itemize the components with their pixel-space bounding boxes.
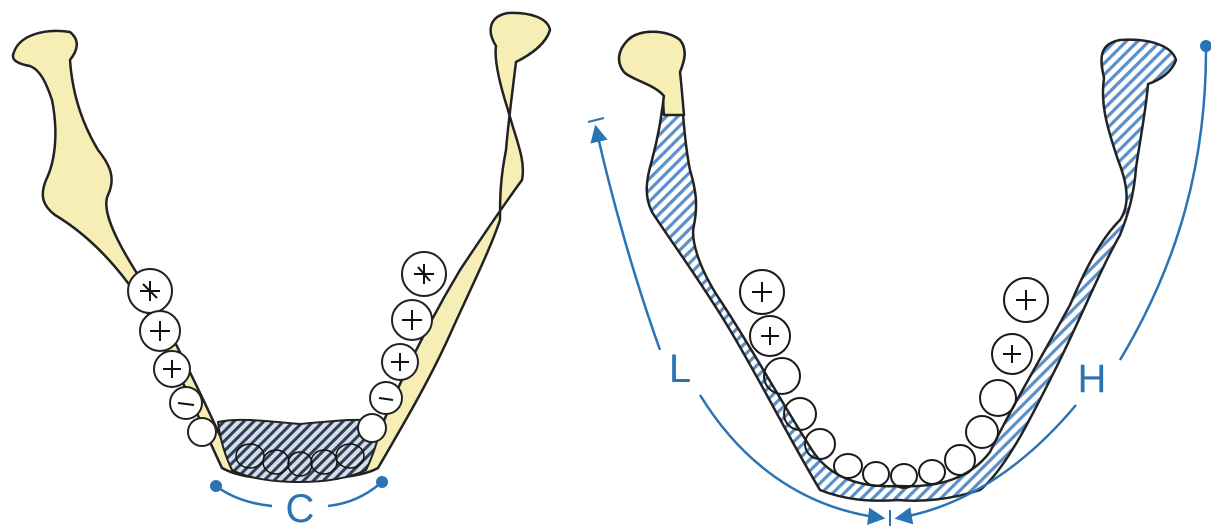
left-mandible: C (13, 13, 550, 527)
c-endpoint-left (210, 480, 222, 492)
premolar-tooth (764, 358, 800, 394)
incisor-tooth (834, 454, 862, 478)
incisor-tooth (891, 464, 917, 488)
l-start-tick (588, 118, 604, 122)
right-mandible-body (619, 32, 1176, 501)
c-arc-right (328, 482, 382, 506)
incisor-tooth (863, 462, 889, 486)
premolar-tooth (980, 380, 1016, 416)
premolar-tooth (966, 416, 998, 448)
h-endpoint-top (1200, 40, 1211, 52)
right-mandible: L H (588, 32, 1211, 526)
label-l: L (669, 347, 691, 391)
left-molars-left-side (128, 269, 216, 446)
canine-tooth (358, 414, 386, 442)
incisor-tooth (919, 460, 945, 484)
c-arc-left (216, 486, 272, 506)
label-h: H (1078, 357, 1107, 401)
label-c: C (286, 487, 315, 527)
measurement-h: H (890, 40, 1211, 526)
c-endpoint-right (376, 476, 388, 488)
canine-tooth (188, 418, 216, 446)
right-tooth-grooves (752, 282, 1036, 363)
left-mandible-bone (13, 13, 550, 479)
canine-tooth (945, 445, 975, 475)
right-condyle-unshaded (619, 32, 685, 115)
measurement-c: C (210, 476, 388, 527)
